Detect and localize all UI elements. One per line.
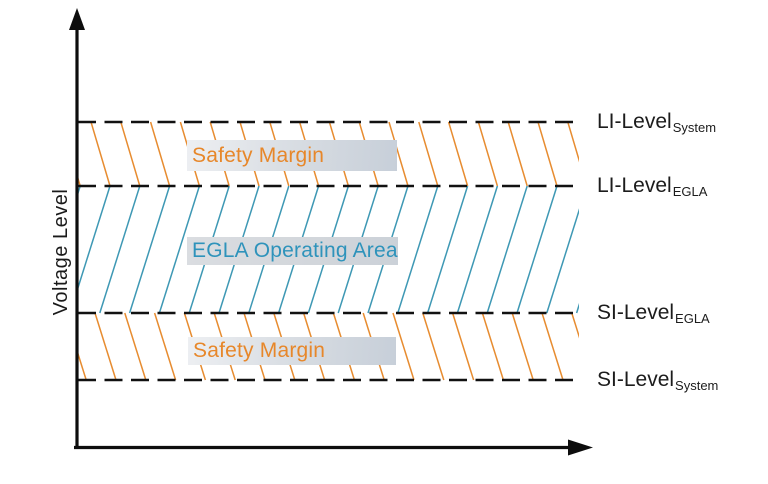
level-label-main: LI-Level — [597, 110, 672, 133]
level-label-si-egla: SI-LevelEGLA — [597, 300, 710, 326]
level-label-main: SI-Level — [597, 368, 675, 391]
egla-operating-area-label: EGLA Operating Area — [192, 239, 398, 262]
level-label-main: LI-Level — [597, 174, 672, 197]
level-label-subscript: EGLA — [672, 184, 708, 199]
level-label-main: SI-Level — [597, 301, 675, 324]
safety-margin-box-bottom: Safety Margin — [188, 337, 396, 365]
safety-margin-label-top: Safety Margin — [192, 143, 325, 167]
level-label-si-system: SI-LevelSystem — [597, 367, 718, 393]
level-label-subscript: EGLA — [675, 311, 710, 326]
egla-operating-area-box: EGLA Operating Area — [187, 237, 398, 265]
level-label-subscript: System — [672, 120, 717, 135]
safety-margin-box-top: Safety Margin — [187, 140, 397, 171]
safety-margin-label-bottom: Safety Margin — [193, 339, 326, 362]
level-label-subscript: System — [675, 378, 719, 393]
y-axis-title: Voltage Level — [50, 188, 72, 316]
level-label-li-egla: LI-LevelEGLA — [597, 173, 707, 199]
level-label-li-system: LI-LevelSystem — [597, 109, 716, 135]
axes — [69, 8, 593, 456]
